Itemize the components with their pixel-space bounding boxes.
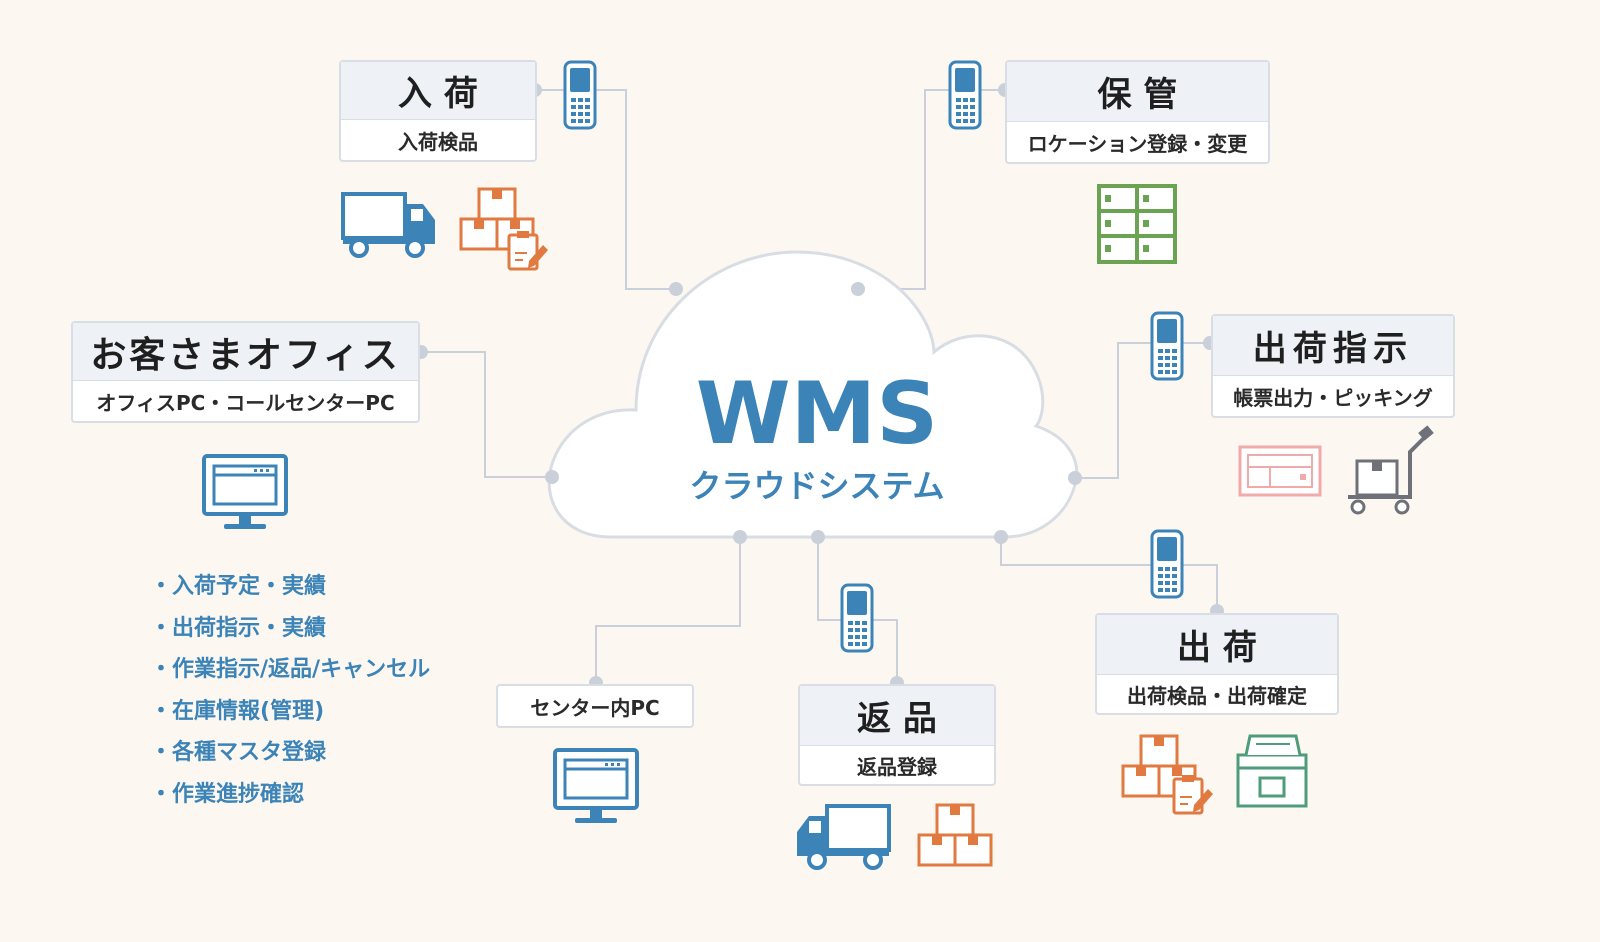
scanner-icon	[1150, 311, 1184, 381]
node-office-title: お客さまオフィス	[90, 334, 401, 376]
monitor-icon	[202, 454, 288, 531]
list-item: 作業進捗確認	[150, 774, 430, 816]
list-item: 在庫情報(管理)	[150, 691, 430, 733]
node-center-pc: センター内PC	[496, 684, 694, 728]
scanner-icon	[948, 60, 982, 130]
node-henpin-subtitle: 返品登録	[857, 754, 937, 779]
picking-form-icon	[1238, 445, 1322, 497]
boxes-icon	[917, 803, 993, 867]
list-item: 各種マスタ登録	[150, 732, 430, 774]
truck-icon	[341, 192, 437, 258]
scanner-icon	[563, 60, 597, 130]
node-shukka: 出荷 出荷検品・出荷確定	[1095, 613, 1339, 715]
list-item: 入荷予定・実績	[150, 566, 430, 608]
scanner-icon	[1150, 529, 1184, 599]
list-item: 作業指示/返品/キャンセル	[150, 649, 430, 691]
node-shukka-title: 出荷	[1177, 628, 1269, 668]
node-office: お客さまオフィス オフィスPC・コールセンターPC	[71, 321, 420, 423]
scanner-icon	[840, 583, 874, 653]
list-item: 出荷指示・実績	[150, 608, 430, 650]
wms-cloud-shape	[547, 250, 1079, 539]
node-henpin: 返品 返品登録	[798, 684, 996, 786]
cloud-anchor-dots	[545, 282, 1082, 544]
node-nyuka-subtitle: 入荷検品	[398, 129, 478, 154]
node-center-pc-title: センター内PC	[530, 695, 660, 720]
truck-icon	[795, 804, 891, 870]
shelf-icon	[1097, 184, 1177, 264]
node-hokan-title: 保管	[1097, 75, 1190, 115]
register-icon	[1236, 734, 1308, 808]
node-shukka-shiji: 出荷指示 帳票出力・ピッキング	[1211, 314, 1455, 418]
wms-subtitle: クラウドシステム	[689, 467, 945, 505]
wms-title: WMS	[695, 364, 939, 464]
clipboard-icon	[507, 229, 550, 271]
cart-icon	[1348, 425, 1434, 515]
office-function-list: 入荷予定・実績 出荷指示・実績 作業指示/返品/キャンセル 在庫情報(管理) 各…	[150, 566, 430, 815]
node-henpin-title: 返品	[857, 699, 949, 739]
node-shukka-subtitle: 出荷検品・出荷確定	[1127, 683, 1307, 708]
node-nyuka-title: 入荷	[398, 74, 490, 114]
node-hokan: 保管 ロケーション登録・変更	[1005, 60, 1270, 164]
node-hokan-subtitle: ロケーション登録・変更	[1027, 131, 1248, 156]
monitor-icon	[553, 748, 639, 825]
clipboard-icon	[1172, 773, 1215, 815]
node-nyuka: 入荷 入荷検品	[339, 60, 537, 162]
node-office-subtitle: オフィスPC・コールセンターPC	[96, 390, 395, 415]
node-shukka-shiji-subtitle: 帳票出力・ピッキング	[1233, 385, 1433, 410]
node-shukka-shiji-title: 出荷指示	[1252, 329, 1414, 369]
